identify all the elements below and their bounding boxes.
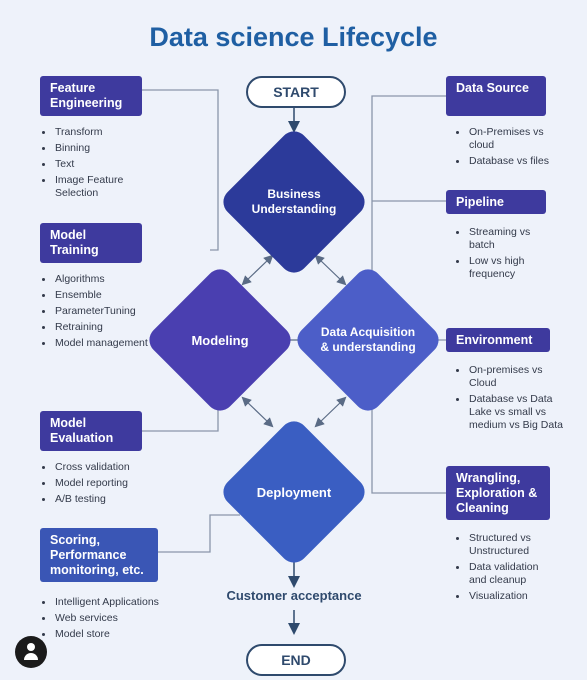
data-source-box: Data Source [446,76,546,116]
list-item: ParameterTuning [40,305,190,318]
arrow-business-acquisition [314,254,347,286]
start-pill: START [246,76,346,108]
list-item: Text [40,158,180,171]
list-item: A/B testing [40,493,190,506]
business-understanding-label: Business Understanding [251,187,337,216]
arrow-business-modeling [241,254,274,286]
deployment-label: Deployment [256,484,332,500]
list-item: Image Feature Selection [40,174,145,200]
connector-wrangling [371,395,446,494]
list-item: Database vs files [454,155,564,168]
environment-list: On-premises vs Cloud Database vs Data La… [454,364,564,435]
list-item: On-premises vs Cloud [454,364,549,390]
list-item: Intelligent Applications [40,596,200,609]
list-item: Data validation and cleanup [454,561,549,587]
pipeline-list: Streaming vs batch Low vs high frequency [454,226,564,284]
wrangling-box: Wrangling, Exploration & Cleaning [446,466,550,520]
list-item: Model reporting [40,477,190,490]
feature-engineering-list: Transform Binning Text Image Feature Sel… [40,126,180,203]
customer-acceptance-label: Customer acceptance [226,588,362,603]
model-training-box: Model Training [40,223,142,263]
list-item: Model store [40,628,200,641]
list-item: Cross validation [40,461,190,474]
connector-model-evaluation [142,399,219,432]
list-item: Low vs high frequency [454,255,549,281]
list-item: Algorithms [40,273,190,286]
list-item: Database vs Data Lake vs small vs medium… [454,393,564,432]
model-evaluation-box: Model Evaluation [40,411,142,451]
data-source-list: On-Premises vs cloud Database vs files [454,126,564,171]
arrow-acquisition-deployment [314,396,347,428]
avatar-icon[interactable] [15,636,47,668]
end-pill: END [246,644,346,676]
list-item: Web services [40,612,200,625]
model-evaluation-list: Cross validation Model reporting A/B tes… [40,461,190,509]
list-item: Structured vs Unstructured [454,532,549,558]
list-item: Transform [40,126,180,139]
scoring-box: Scoring, Performance monitoring, etc. [40,528,158,582]
scoring-list: Intelligent Applications Web services Mo… [40,596,200,644]
list-item: Retraining [40,321,190,334]
environment-box: Environment [446,328,550,352]
list-item: Ensemble [40,289,190,302]
modeling-label: Modeling [191,332,249,348]
pipeline-box: Pipeline [446,190,546,214]
list-item: Model management [40,337,190,350]
list-item: Binning [40,142,180,155]
data-acquisition-label: Data Acquisition & understanding [320,325,416,354]
arrow-modeling-deployment [241,396,274,428]
connector-scoring [158,514,240,553]
connector-data-source [371,95,446,282]
connector-feature-engineering [142,89,219,251]
page-title: Data science Lifecycle [149,22,438,52]
list-item: On-Premises vs cloud [454,126,554,152]
list-item: Streaming vs batch [454,226,549,252]
wrangling-list: Structured vs Unstructured Data validati… [454,532,574,606]
feature-engineering-box: Feature Engineering [40,76,142,116]
model-training-list: Algorithms Ensemble ParameterTuning Retr… [40,273,190,353]
list-item: Visualization [454,590,574,603]
